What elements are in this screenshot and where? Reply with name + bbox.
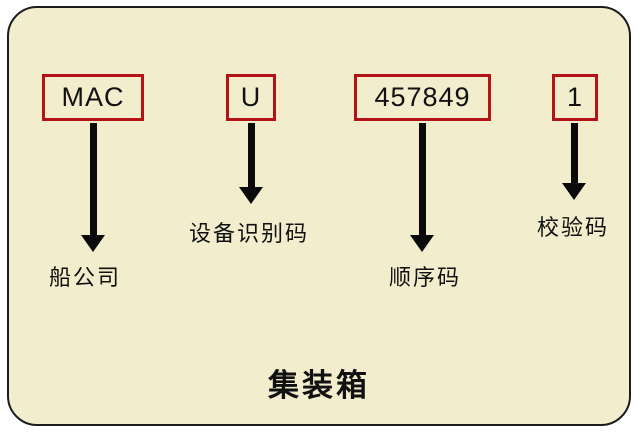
label-check: 校验码 — [537, 215, 610, 240]
down-arrow-icon — [562, 123, 586, 200]
code-box-serial: 457849 — [354, 74, 491, 121]
code-text-equipment: U — [240, 82, 262, 112]
code-box-equipment: U — [226, 74, 276, 121]
code-text-serial: 457849 — [374, 82, 471, 112]
down-arrow-icon — [239, 123, 263, 204]
down-arrow-icon — [410, 123, 434, 252]
diagram-panel: MAC 船公司 U 设备识别码 457849 顺序码 1 — [7, 6, 631, 426]
code-box-check: 1 — [552, 74, 598, 121]
label-equipment: 设备识别码 — [189, 221, 310, 246]
code-box-owner: MAC — [42, 74, 144, 121]
label-owner: 船公司 — [49, 265, 122, 290]
code-text-owner: MAC — [61, 82, 125, 112]
down-arrow-icon — [81, 123, 105, 252]
code-text-check: 1 — [566, 82, 584, 112]
label-serial: 顺序码 — [389, 265, 462, 290]
diagram-title: 集装箱 — [268, 368, 370, 403]
